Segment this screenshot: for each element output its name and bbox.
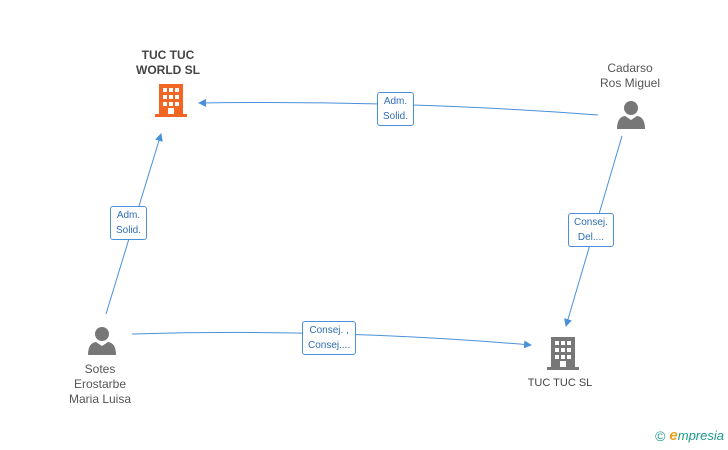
node-label-line: TUC TUC SL [527, 377, 593, 389]
edge-label-line: Adm. [116, 210, 141, 221]
copyright-icon: © [655, 427, 666, 444]
edge-label-cadarso-to-tuc-sl[interactable]: Consej. Del.... [568, 213, 614, 247]
edge-label-sotes-to-tuc-world[interactable]: Adm. Solid. [110, 206, 148, 240]
building-icon-tuc-sl[interactable] [547, 337, 579, 370]
empresia-logo: © empresia [655, 427, 724, 444]
node-label-line: Ros Miguel [599, 76, 661, 90]
node-label-line: Sotes [84, 362, 116, 376]
edge-label-line: Consej.... [308, 340, 351, 351]
node-label-tuc-sl[interactable]: TUC TUC SL [510, 376, 610, 391]
edge-label-sotes-to-tuc-sl[interactable]: Consej. , Consej.... [302, 321, 357, 355]
node-label-line: Erostarbe [73, 377, 127, 391]
brand-name: mpresia [677, 428, 724, 443]
person-icon-cadarso[interactable] [617, 101, 645, 129]
building-icon-tuc-world[interactable] [155, 84, 187, 117]
edge-label-line: Consej. [574, 217, 608, 228]
person-icon-sotes[interactable] [88, 327, 116, 355]
node-label-line: TUC TUC [141, 48, 195, 62]
brand-initial: e [669, 427, 678, 444]
edge-label-line: Del.... [577, 232, 605, 243]
edge-label-line: Consej. , [309, 325, 349, 336]
edge-label-line: Solid. [116, 225, 142, 236]
node-label-line: Cadarso [607, 61, 653, 75]
edge-label-cadarso-to-tuc-world[interactable]: Adm. Solid. [377, 92, 415, 126]
node-label-cadarso[interactable]: Cadarso Ros Miguel [580, 61, 680, 91]
edge-label-line: Adm. [383, 96, 408, 107]
edge-label-line: Solid. [383, 111, 409, 122]
node-label-tuc-world[interactable]: TUC TUC WORLD SL [118, 48, 218, 78]
node-label-line: WORLD SL [136, 63, 200, 77]
node-label-line: Maria Luisa [68, 392, 132, 406]
node-label-sotes[interactable]: Sotes Erostarbe Maria Luisa [50, 362, 150, 407]
